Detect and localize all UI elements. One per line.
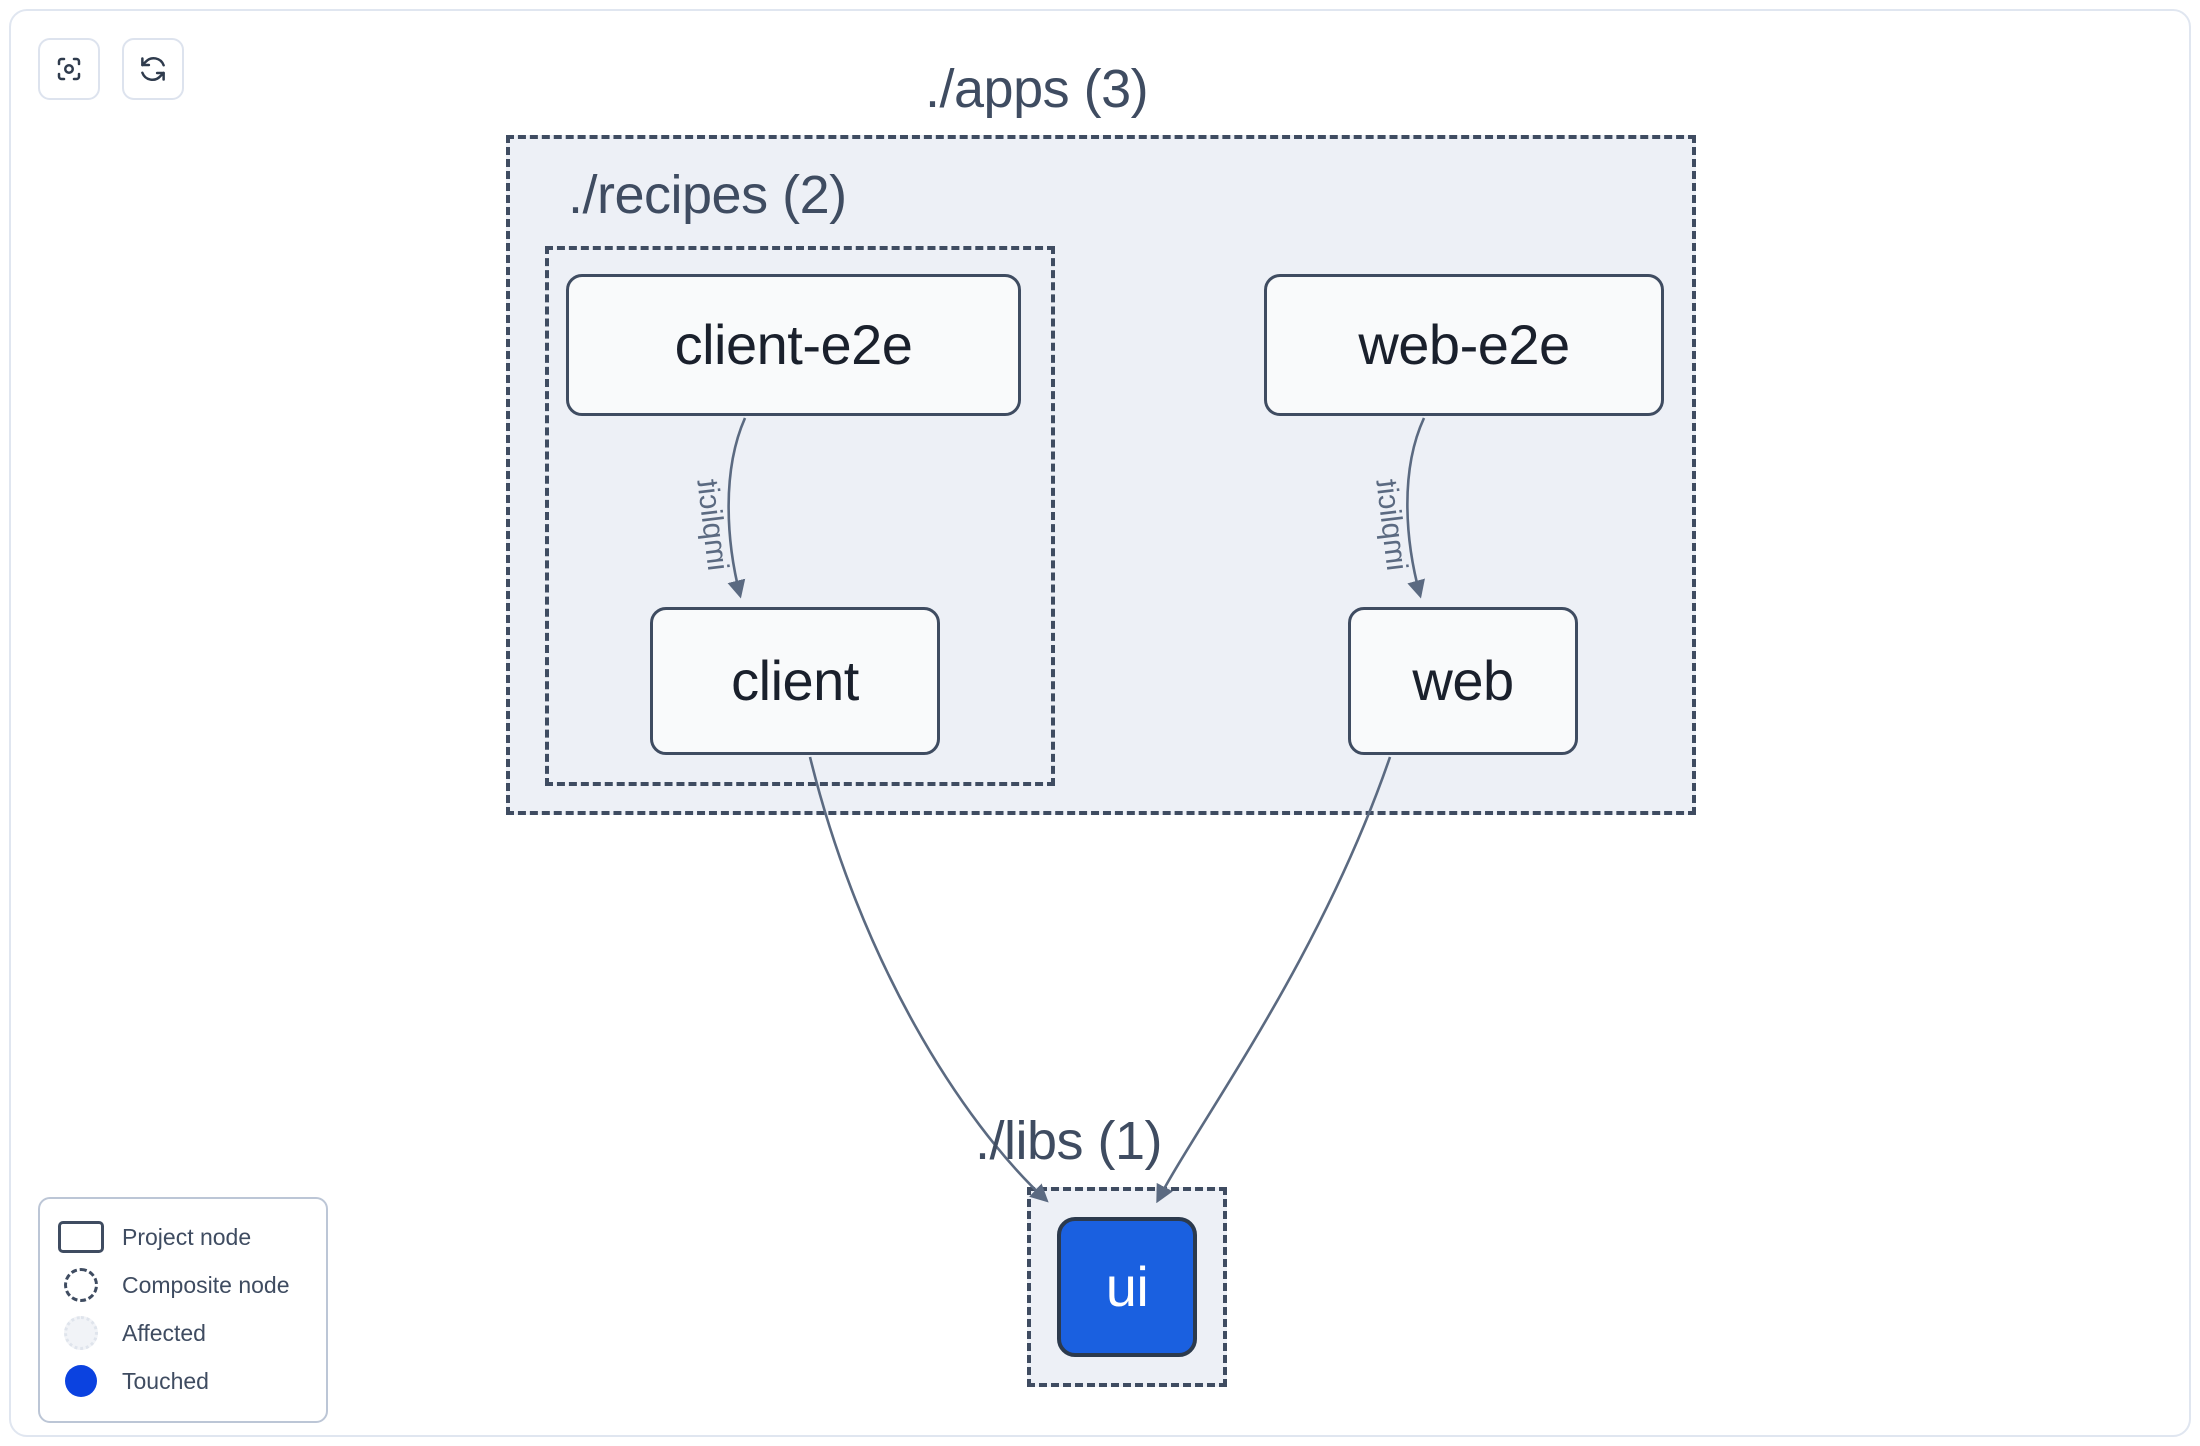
node-label: client-e2e [674, 313, 913, 376]
composite-node-swatch [58, 1268, 104, 1302]
node-label: ui [1105, 1255, 1149, 1318]
focus-graph-button[interactable] [38, 38, 100, 100]
node-label: web [1412, 649, 1514, 712]
node-ui[interactable]: ui [1057, 1217, 1197, 1357]
edge-web-to-ui [1156, 756, 1392, 1204]
node-client[interactable]: client [650, 607, 940, 755]
group-label-libs: ./libs (1) [975, 1111, 1163, 1171]
focus-icon [54, 54, 84, 84]
legend-item-affected: Affected [58, 1309, 308, 1357]
legend-label: Project node [122, 1223, 252, 1250]
legend-label: Composite node [122, 1271, 290, 1298]
node-web-e2e[interactable]: web-e2e [1264, 274, 1664, 416]
legend-item-touched: Touched [58, 1357, 308, 1405]
node-client-e2e[interactable]: client-e2e [566, 274, 1021, 416]
legend-item-project-node: Project node [58, 1213, 308, 1261]
node-label: client [731, 649, 859, 712]
node-web[interactable]: web [1348, 607, 1578, 755]
refresh-graph-button[interactable] [122, 38, 184, 100]
legend-label: Touched [122, 1367, 209, 1394]
group-label-apps: ./apps (3) [925, 59, 1149, 119]
refresh-icon [138, 54, 168, 84]
graph-toolbar [38, 38, 184, 100]
legend-label: Affected [122, 1319, 206, 1346]
touched-swatch [58, 1364, 104, 1398]
graph-legend: Project node Composite node Affected Tou… [38, 1197, 328, 1423]
project-node-swatch [58, 1220, 104, 1254]
group-label-recipes: ./recipes (2) [568, 165, 847, 225]
affected-swatch [58, 1316, 104, 1350]
legend-item-composite-node: Composite node [58, 1261, 308, 1309]
node-label: web-e2e [1358, 313, 1570, 376]
